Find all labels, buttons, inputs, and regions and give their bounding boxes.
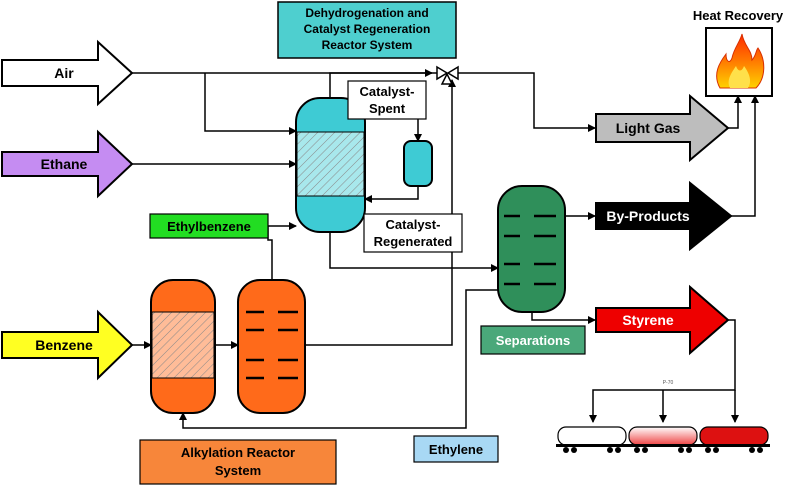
benzene-arrow: Benzene (1, 309, 134, 381)
rail-tag: P-70 (663, 380, 674, 386)
ethylene-label: Ethylene (413, 435, 499, 463)
rail-car-gradient (627, 426, 699, 453)
separations-column (497, 185, 566, 313)
alkylation-reactor-2 (237, 279, 306, 414)
dehydrogenation-line2: Catalyst Regeneration (304, 22, 431, 36)
flame-icon (705, 27, 773, 97)
catalyst-regenerator-vessel (403, 140, 433, 187)
separations-to-styrene-line (531, 312, 596, 324)
air-to-reactor-line (204, 73, 297, 135)
air-arrow: Air (1, 39, 134, 107)
svg-text:Separations: Separations (496, 333, 570, 348)
svg-text:Spent: Spent (369, 101, 406, 116)
catalyst-regenerated-label: Catalyst- Regenerated (363, 213, 463, 253)
separations-to-ethylene-line (179, 289, 533, 429)
styrene-label: Styrene (622, 312, 674, 328)
catalyst-spent-label: Catalyst- Spent (347, 80, 427, 120)
catalyst-regenerated-line (364, 186, 419, 203)
dehydrogenation-line3: Reactor System (322, 38, 413, 52)
light-gas-to-heat-line (728, 95, 742, 129)
rail-car-white (556, 426, 628, 453)
light-gas-arrow: Light Gas (595, 93, 730, 163)
alkylation-label-box: Alkylation Reactor System (139, 439, 337, 485)
alkylation-reactor-1 (150, 279, 216, 414)
ethylbenzene-label: Ethylbenzene (149, 213, 269, 239)
rail-tank-car-icon (556, 426, 770, 453)
ethylbenzene-line (267, 222, 297, 280)
svg-text:Ethylbenzene: Ethylbenzene (167, 219, 251, 234)
air-label: Air (54, 65, 74, 81)
dehydrogenation-label-box: Dehydrogenation and Catalyst Regeneratio… (277, 1, 457, 59)
svg-text:Ethylene: Ethylene (429, 442, 483, 457)
svg-text:System: System (215, 463, 261, 478)
dehydrogenation-line1: Dehydrogenation and (305, 6, 428, 20)
styrene-to-rail-line (589, 319, 736, 423)
ethane-label: Ethane (41, 156, 88, 172)
three-way-valve-icon (436, 65, 459, 85)
valve-to-light-gas-line (458, 72, 596, 132)
svg-text:Catalyst-: Catalyst- (386, 217, 441, 232)
benzene-label: Benzene (35, 337, 93, 353)
rail-car-red (698, 426, 770, 453)
svg-text:Catalyst-: Catalyst- (360, 84, 415, 99)
svg-text:Alkylation Reactor: Alkylation Reactor (181, 445, 295, 460)
styrene-arrow: Styrene (595, 284, 730, 356)
heat-recovery-title: Heat Recovery (693, 8, 784, 23)
by-products-arrow: By-Products (595, 180, 733, 252)
reactor-to-valve-line (329, 72, 437, 100)
alkylation-outlet-line (305, 79, 456, 346)
separations-label-box: Separations (480, 325, 586, 355)
reactor-to-separations-line (329, 232, 499, 272)
by-products-to-heat-line (731, 95, 759, 217)
svg-text:Regenerated: Regenerated (374, 234, 453, 249)
dehydrogenation-reactor (295, 97, 366, 233)
by-products-label: By-Products (606, 208, 689, 224)
ethane-arrow: Ethane (1, 129, 134, 199)
light-gas-label: Light Gas (616, 120, 681, 136)
